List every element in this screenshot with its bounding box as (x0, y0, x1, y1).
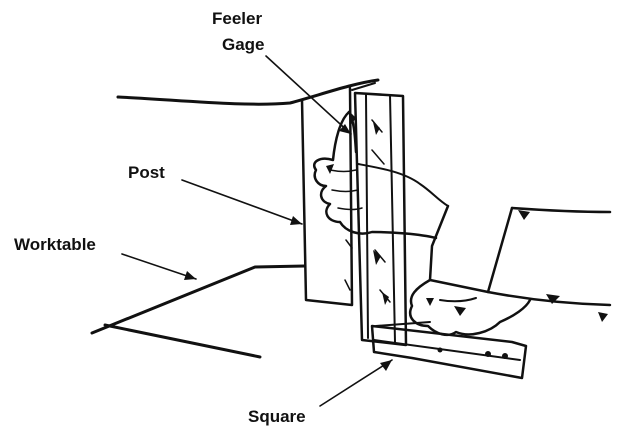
background-arm (116, 78, 380, 106)
arrowhead-square (380, 360, 392, 371)
leader-worktable (121, 253, 197, 280)
leader-arrows (121, 55, 393, 407)
label-feeler-gage-line2: Gage (222, 35, 265, 54)
arrowhead-post (290, 216, 302, 225)
label-square: Square (248, 407, 306, 426)
label-worktable: Worktable (14, 235, 96, 254)
leader-feeler-gage (265, 55, 352, 135)
arrowhead-feeler-gage (339, 124, 351, 134)
square-base (370, 321, 528, 380)
hand (313, 110, 449, 240)
leader-post (181, 179, 303, 225)
post (300, 82, 376, 307)
label-feeler-gage-line1: Feeler (212, 9, 262, 28)
sleeve (428, 204, 612, 322)
worktable (90, 264, 307, 359)
arrowhead-worktable (184, 271, 196, 280)
leader-square (319, 359, 393, 407)
label-post: Post (128, 163, 165, 182)
